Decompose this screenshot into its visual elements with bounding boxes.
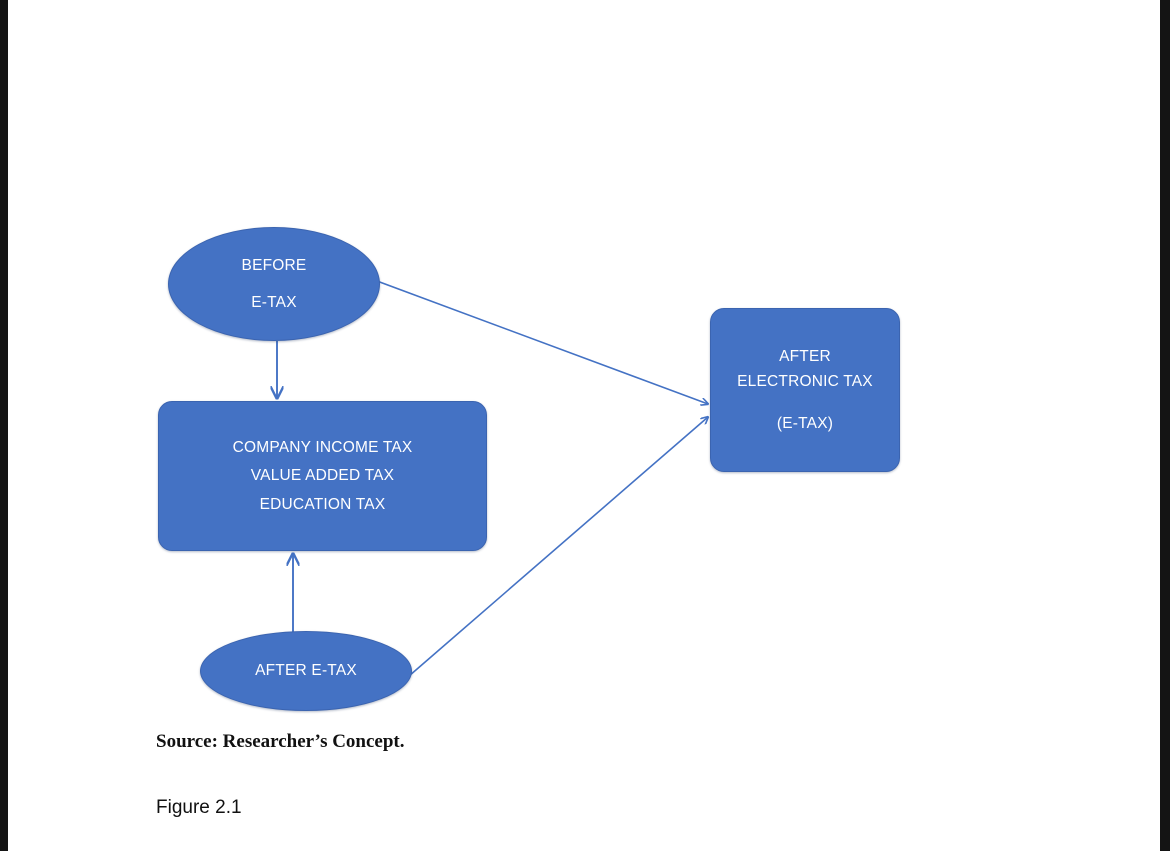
node-before-e-tax-line-2: E-TAX <box>251 294 297 311</box>
node-tax-types-line-1: COMPANY INCOME TAX <box>232 438 413 456</box>
node-before-e-tax[interactable]: BEFORE E-TAX <box>168 227 380 341</box>
connector-before-to-after-electronic <box>376 280 708 404</box>
node-after-electronic-tax-line-3: (E-TAX) <box>776 414 834 432</box>
node-before-e-tax-line-1: BEFORE <box>241 256 307 274</box>
node-after-electronic-tax[interactable]: AFTER ELECTRONIC TAX (E-TAX) <box>710 308 900 472</box>
node-after-e-tax-line-1: AFTER E-TAX <box>255 662 357 680</box>
node-after-electronic-tax-line-2: ELECTRONIC TAX <box>737 373 873 391</box>
node-tax-types-line-3: EDUCATION TAX <box>259 495 386 513</box>
figure-caption: Figure 2.1 <box>156 797 242 818</box>
diagram-connectors: down arrow into tax types box --> <box>8 280 1160 677</box>
source-caption: Source: Researcher’s Concept. <box>156 731 405 752</box>
conceptual-framework-diagram: down arrow into tax types box --> BEFORE… <box>8 0 1160 851</box>
node-tax-types-line-2: VALUE ADDED TAX <box>250 467 395 485</box>
connector-after-e-tax-to-after-electronic <box>408 417 708 677</box>
document-page: down arrow into tax types box --> BEFORE… <box>8 0 1160 851</box>
node-tax-types[interactable]: COMPANY INCOME TAX VALUE ADDED TAX EDUCA… <box>158 401 487 551</box>
node-after-e-tax[interactable]: AFTER E-TAX <box>200 631 412 711</box>
page-edge-bar-right <box>1160 0 1170 851</box>
page-edge-bar-left <box>0 0 8 851</box>
node-after-electronic-tax-line-1: AFTER <box>779 347 831 365</box>
